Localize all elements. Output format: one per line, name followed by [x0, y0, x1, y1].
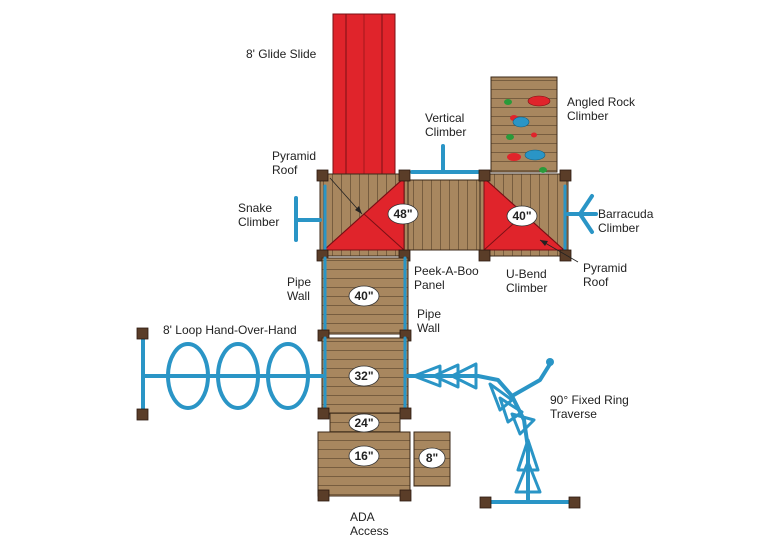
rock-hold-red — [527, 95, 551, 107]
rock-hold-green — [504, 99, 512, 105]
rock-hold-red — [507, 153, 521, 161]
label-angled-rock-2: Climber — [567, 109, 608, 123]
label-pyramid-roof-right-2: Roof — [583, 275, 609, 289]
label-pipe-wall-right-1: Pipe — [417, 307, 441, 321]
label-ring-traverse-2: Traverse — [550, 407, 597, 421]
height-marker-24: 24" — [348, 413, 380, 433]
height-marker-48: 48" — [387, 203, 419, 225]
glide-slide — [332, 13, 396, 180]
height-marker-16: 16" — [348, 445, 380, 467]
label-barracuda-2: Climber — [598, 221, 639, 235]
label-pipe-wall-right-2: Wall — [417, 321, 440, 335]
snake-climber — [294, 184, 327, 252]
label-snake-1: Snake — [238, 201, 272, 215]
label-barracuda-1: Barracuda — [598, 207, 654, 221]
height-marker-32: 32" — [348, 365, 380, 387]
rock-hold-blue — [512, 116, 530, 128]
label-pyramid-roof-left-2: Roof — [272, 163, 298, 177]
barracuda-climber — [563, 184, 598, 252]
height-16: 16" — [354, 449, 373, 463]
angled-rock-climber — [490, 76, 558, 173]
rock-hold-green — [506, 134, 514, 140]
rock-hold-red — [531, 132, 537, 138]
height-40-right: 40" — [512, 209, 531, 223]
label-ada-2: Access — [350, 524, 389, 538]
height-40-center: 40" — [354, 289, 373, 303]
label-pyramid-roof-left-1: Pyramid — [272, 149, 316, 163]
label-glide-slide: 8' Glide Slide — [246, 47, 317, 61]
height-48: 48" — [393, 207, 412, 221]
height-marker-8: 8" — [418, 447, 446, 469]
label-pyramid-roof-right-1: Pyramid — [583, 261, 627, 275]
rock-hold-blue — [524, 149, 546, 161]
label-pipe-wall-left-2: Wall — [287, 289, 310, 303]
label-ring-traverse-1: 90° Fixed Ring — [550, 393, 629, 407]
label-vertical-1: Vertical — [425, 111, 464, 125]
label-peek-a-boo-1: Peek-A-Boo — [414, 264, 479, 278]
vertical-climber — [410, 144, 480, 174]
height-24: 24" — [354, 416, 373, 430]
label-peek-a-boo-2: Panel — [414, 278, 445, 292]
label-snake-2: Climber — [238, 215, 279, 229]
label-loop-hand: 8' Loop Hand-Over-Hand — [163, 323, 297, 337]
loop-hand-over-hand — [136, 327, 324, 421]
pyramid-roof-left-leader — [329, 177, 363, 215]
label-angled-rock-1: Angled Rock — [567, 95, 636, 109]
height-marker-40-center: 40" — [348, 285, 380, 307]
label-ada-1: ADA — [350, 510, 375, 524]
label-u-bend-1: U-Bend — [506, 267, 547, 281]
label-vertical-2: Climber — [425, 125, 466, 139]
label-u-bend-2: Climber — [506, 281, 547, 295]
height-marker-40-right: 40" — [506, 205, 538, 227]
ring-traverse — [406, 358, 581, 509]
pyramid-roof-left — [322, 176, 405, 251]
height-32: 32" — [354, 369, 373, 383]
height-8: 8" — [426, 451, 438, 465]
rock-hold-green — [539, 167, 547, 173]
label-pipe-wall-left-1: Pipe — [287, 275, 311, 289]
